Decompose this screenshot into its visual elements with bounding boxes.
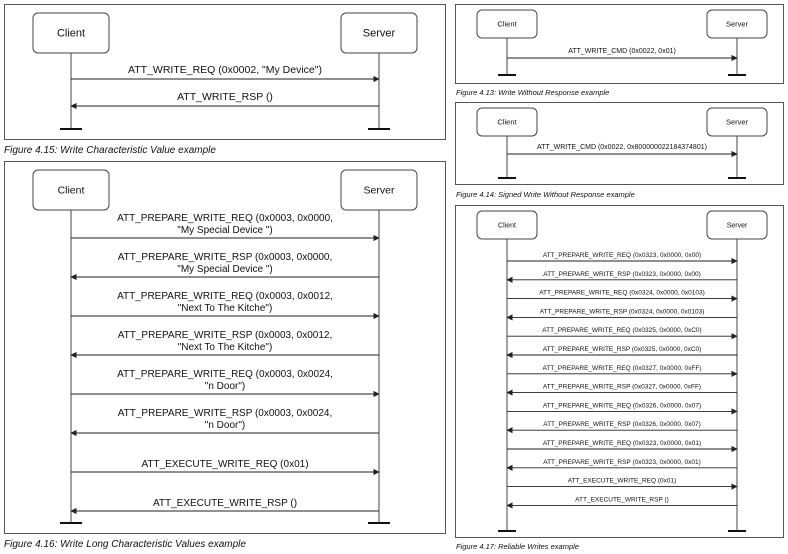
client-label: Client xyxy=(498,222,516,229)
message-label-2: ATT_PREPARE_WRITE_RSP (0x0323, 0x0000, 0… xyxy=(543,271,701,278)
client-label: Client xyxy=(57,28,85,40)
message-label-11: ATT_PREPARE_WRITE_REQ (0x0323, 0x0000, 0… xyxy=(543,440,701,447)
message-label-2: "My Special Device ") xyxy=(177,264,272,275)
message-label-1: ATT_WRITE_CMD (0x0022, 0x800000022184374… xyxy=(537,144,707,151)
server-label: Server xyxy=(726,117,749,126)
message-label-12: ATT_PREPARE_WRITE_RSP (0x0323, 0x0000, 0… xyxy=(543,459,701,466)
message-label-8: ATT_PREPARE_WRITE_RSP (0x0327, 0x0000, 0… xyxy=(543,384,701,391)
server-label: Server xyxy=(363,28,396,40)
message-label-3: ATT_PREPARE_WRITE_REQ (0x0003, 0x0012, xyxy=(117,291,333,302)
message-label-10: ATT_PREPARE_WRITE_RSP (0x0326, 0x0000, 0… xyxy=(543,421,701,428)
message-label-1: ATT_WRITE_REQ (0x0002, "My Device") xyxy=(128,64,322,76)
message-label-9: ATT_PREPARE_WRITE_REQ (0x0326, 0x0000, 0… xyxy=(543,402,701,409)
message-label-2: ATT_PREPARE_WRITE_RSP (0x0003, 0x0000, xyxy=(118,252,333,263)
client-label: Client xyxy=(58,185,85,197)
message-label-1: ATT_WRITE_CMD (0x0022, 0x01) xyxy=(568,48,676,55)
server-label: Server xyxy=(727,222,748,229)
message-label-5: "n Door") xyxy=(205,381,245,392)
message-label-7: ATT_PREPARE_WRITE_REQ (0x0327, 0x0000, 0… xyxy=(542,365,701,372)
server-label: Server xyxy=(364,185,395,197)
message-label-5: ATT_PREPARE_WRITE_REQ (0x0003, 0x0024, xyxy=(117,369,333,380)
message-label-8: ATT_EXECUTE_WRITE_RSP () xyxy=(153,498,297,509)
figure-caption-fig413: Figure 4.13: Write Without Response exam… xyxy=(456,88,610,97)
message-label-3: ATT_PREPARE_WRITE_REQ (0x0324, 0x0000, 0… xyxy=(539,290,705,297)
figure-caption-fig417: Figure 4.17: Reliable Writes example xyxy=(456,542,579,551)
message-label-14: ATT_EXECUTE_WRITE_RSP () xyxy=(575,496,669,503)
figure-caption-fig415: Figure 4.15: Write Characteristic Value … xyxy=(4,145,216,156)
message-label-1: ATT_PREPARE_WRITE_REQ (0x0323, 0x0000, 0… xyxy=(543,252,701,259)
message-label-6: ATT_PREPARE_WRITE_RSP (0x0325, 0x0000, 0… xyxy=(543,346,702,353)
client-label: Client xyxy=(497,19,517,28)
message-label-7: ATT_EXECUTE_WRITE_REQ (0x01) xyxy=(141,459,308,470)
figure-caption-fig414: Figure 4.14: Signed Write Without Respon… xyxy=(456,190,635,199)
message-label-6: ATT_PREPARE_WRITE_RSP (0x0003, 0x0024, xyxy=(118,408,333,419)
message-label-1: ATT_PREPARE_WRITE_REQ (0x0003, 0x0000, xyxy=(117,213,333,224)
message-label-3: "Next To The Kitche") xyxy=(178,303,273,314)
server-label: Server xyxy=(726,19,749,28)
message-label-4: "Next To The Kitche") xyxy=(178,342,273,353)
message-label-4: ATT_PREPARE_WRITE_RSP (0x0324, 0x0000, 0… xyxy=(540,308,705,315)
figure-caption-fig416: Figure 4.16: Write Long Characteristic V… xyxy=(4,539,246,550)
client-label: Client xyxy=(497,117,517,126)
message-label-6: "n Door") xyxy=(205,420,245,431)
message-label-2: ATT_WRITE_RSP () xyxy=(177,91,273,103)
message-label-5: ATT_PREPARE_WRITE_REQ (0x0325, 0x0000, 0… xyxy=(542,327,701,334)
message-label-1: "My Special Device ") xyxy=(177,225,272,236)
message-label-4: ATT_PREPARE_WRITE_RSP (0x0003, 0x0012, xyxy=(118,330,333,341)
message-label-13: ATT_EXECUTE_WRITE_REQ (0x01) xyxy=(568,478,677,485)
